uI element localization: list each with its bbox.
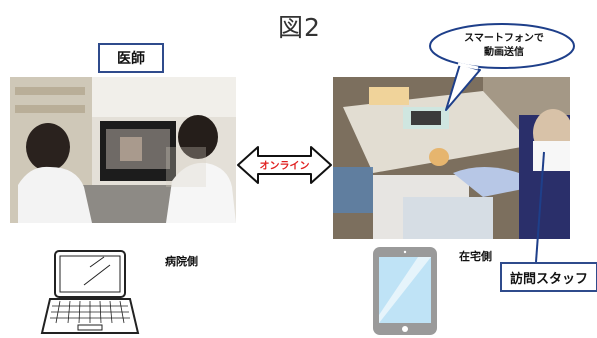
tablet-icon	[373, 247, 437, 335]
doctor-label: 医師	[98, 43, 164, 73]
home-care-photo-illustration	[333, 77, 570, 239]
home-care-photo	[333, 77, 570, 239]
figure-title: 図2	[278, 13, 321, 42]
doctor-photo-illustration	[10, 77, 236, 223]
hospital-side-label: 病院側	[165, 255, 198, 268]
online-arrow-label: オンライン	[260, 160, 310, 172]
staff-pointer-line	[535, 151, 545, 263]
smartphone-callout: スマートフォンで 動画送信	[429, 23, 575, 111]
online-arrow: オンライン	[237, 146, 332, 184]
callout-line-1: スマートフォンで	[464, 32, 544, 44]
laptop-icon	[40, 250, 140, 334]
home-side-label: 在宅側	[459, 250, 492, 263]
staff-label: 訪問スタッフ	[500, 262, 597, 292]
callout-line-2: 動画送信	[484, 45, 524, 58]
doctor-photo	[10, 77, 236, 223]
